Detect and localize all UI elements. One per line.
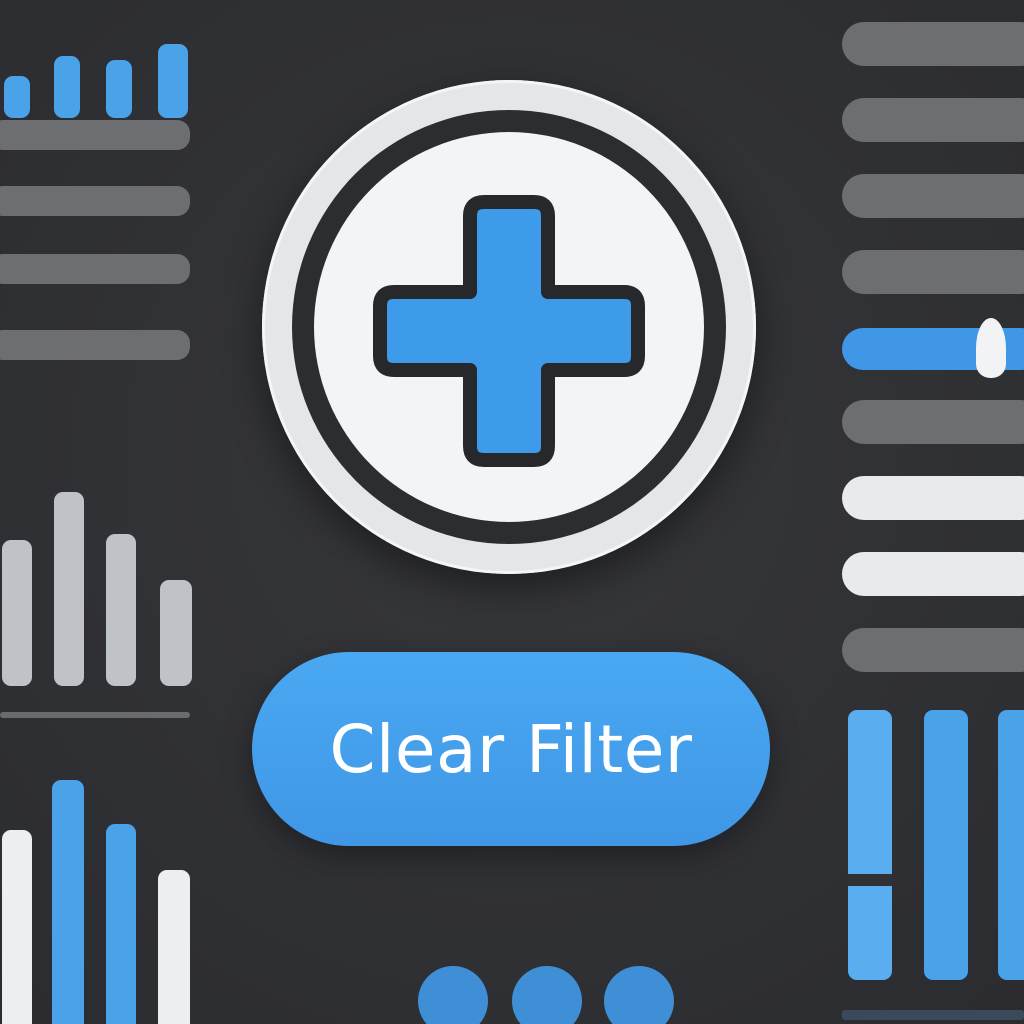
list-placeholder-line <box>0 330 190 360</box>
mini-bar <box>158 44 188 118</box>
mini-bar <box>54 56 80 118</box>
list-placeholder-line <box>0 120 190 150</box>
list-placeholder-line <box>842 476 1024 520</box>
slider-handle[interactable] <box>976 318 1006 378</box>
left-bottom-bar-chart <box>0 780 200 1024</box>
left-mini-bar-chart <box>0 0 200 130</box>
filter-slider[interactable] <box>842 316 1024 386</box>
vertical-bar <box>924 710 968 980</box>
vertical-bar <box>848 710 892 980</box>
vertical-bar <box>52 780 84 1024</box>
list-placeholder-line <box>0 186 190 216</box>
mini-bar <box>4 76 30 118</box>
list-placeholder-line <box>842 98 1024 142</box>
page-indicator-dot[interactable] <box>604 966 674 1024</box>
list-placeholder-line <box>842 174 1024 218</box>
left-vertical-bar-chart <box>0 480 200 720</box>
plus-icon <box>373 195 645 467</box>
list-placeholder-line <box>842 628 1024 672</box>
vertical-bar <box>998 710 1024 980</box>
chart-baseline <box>0 712 190 718</box>
vertical-bar <box>160 580 192 686</box>
vertical-bar <box>54 492 84 686</box>
page-indicator-dot[interactable] <box>512 966 582 1024</box>
list-placeholder-line <box>842 400 1024 444</box>
vertical-bar <box>158 870 190 1024</box>
vertical-bar <box>106 534 136 686</box>
list-placeholder-line <box>842 250 1024 294</box>
bar-divider <box>848 874 892 886</box>
mini-bar <box>106 60 132 118</box>
list-placeholder-line <box>842 22 1024 66</box>
right-bar-chart <box>842 700 1024 1024</box>
chart-baseline <box>842 1010 1024 1020</box>
clear-filter-label: Clear Filter <box>329 710 693 788</box>
vertical-bar <box>2 540 32 686</box>
add-filter-button[interactable] <box>262 80 756 574</box>
vertical-bar <box>106 824 136 1024</box>
list-placeholder-line <box>0 254 190 284</box>
vertical-bar <box>2 830 32 1024</box>
page-indicator-dot[interactable] <box>418 966 488 1024</box>
list-placeholder-line <box>842 552 1024 596</box>
clear-filter-button[interactable]: Clear Filter <box>252 652 770 846</box>
